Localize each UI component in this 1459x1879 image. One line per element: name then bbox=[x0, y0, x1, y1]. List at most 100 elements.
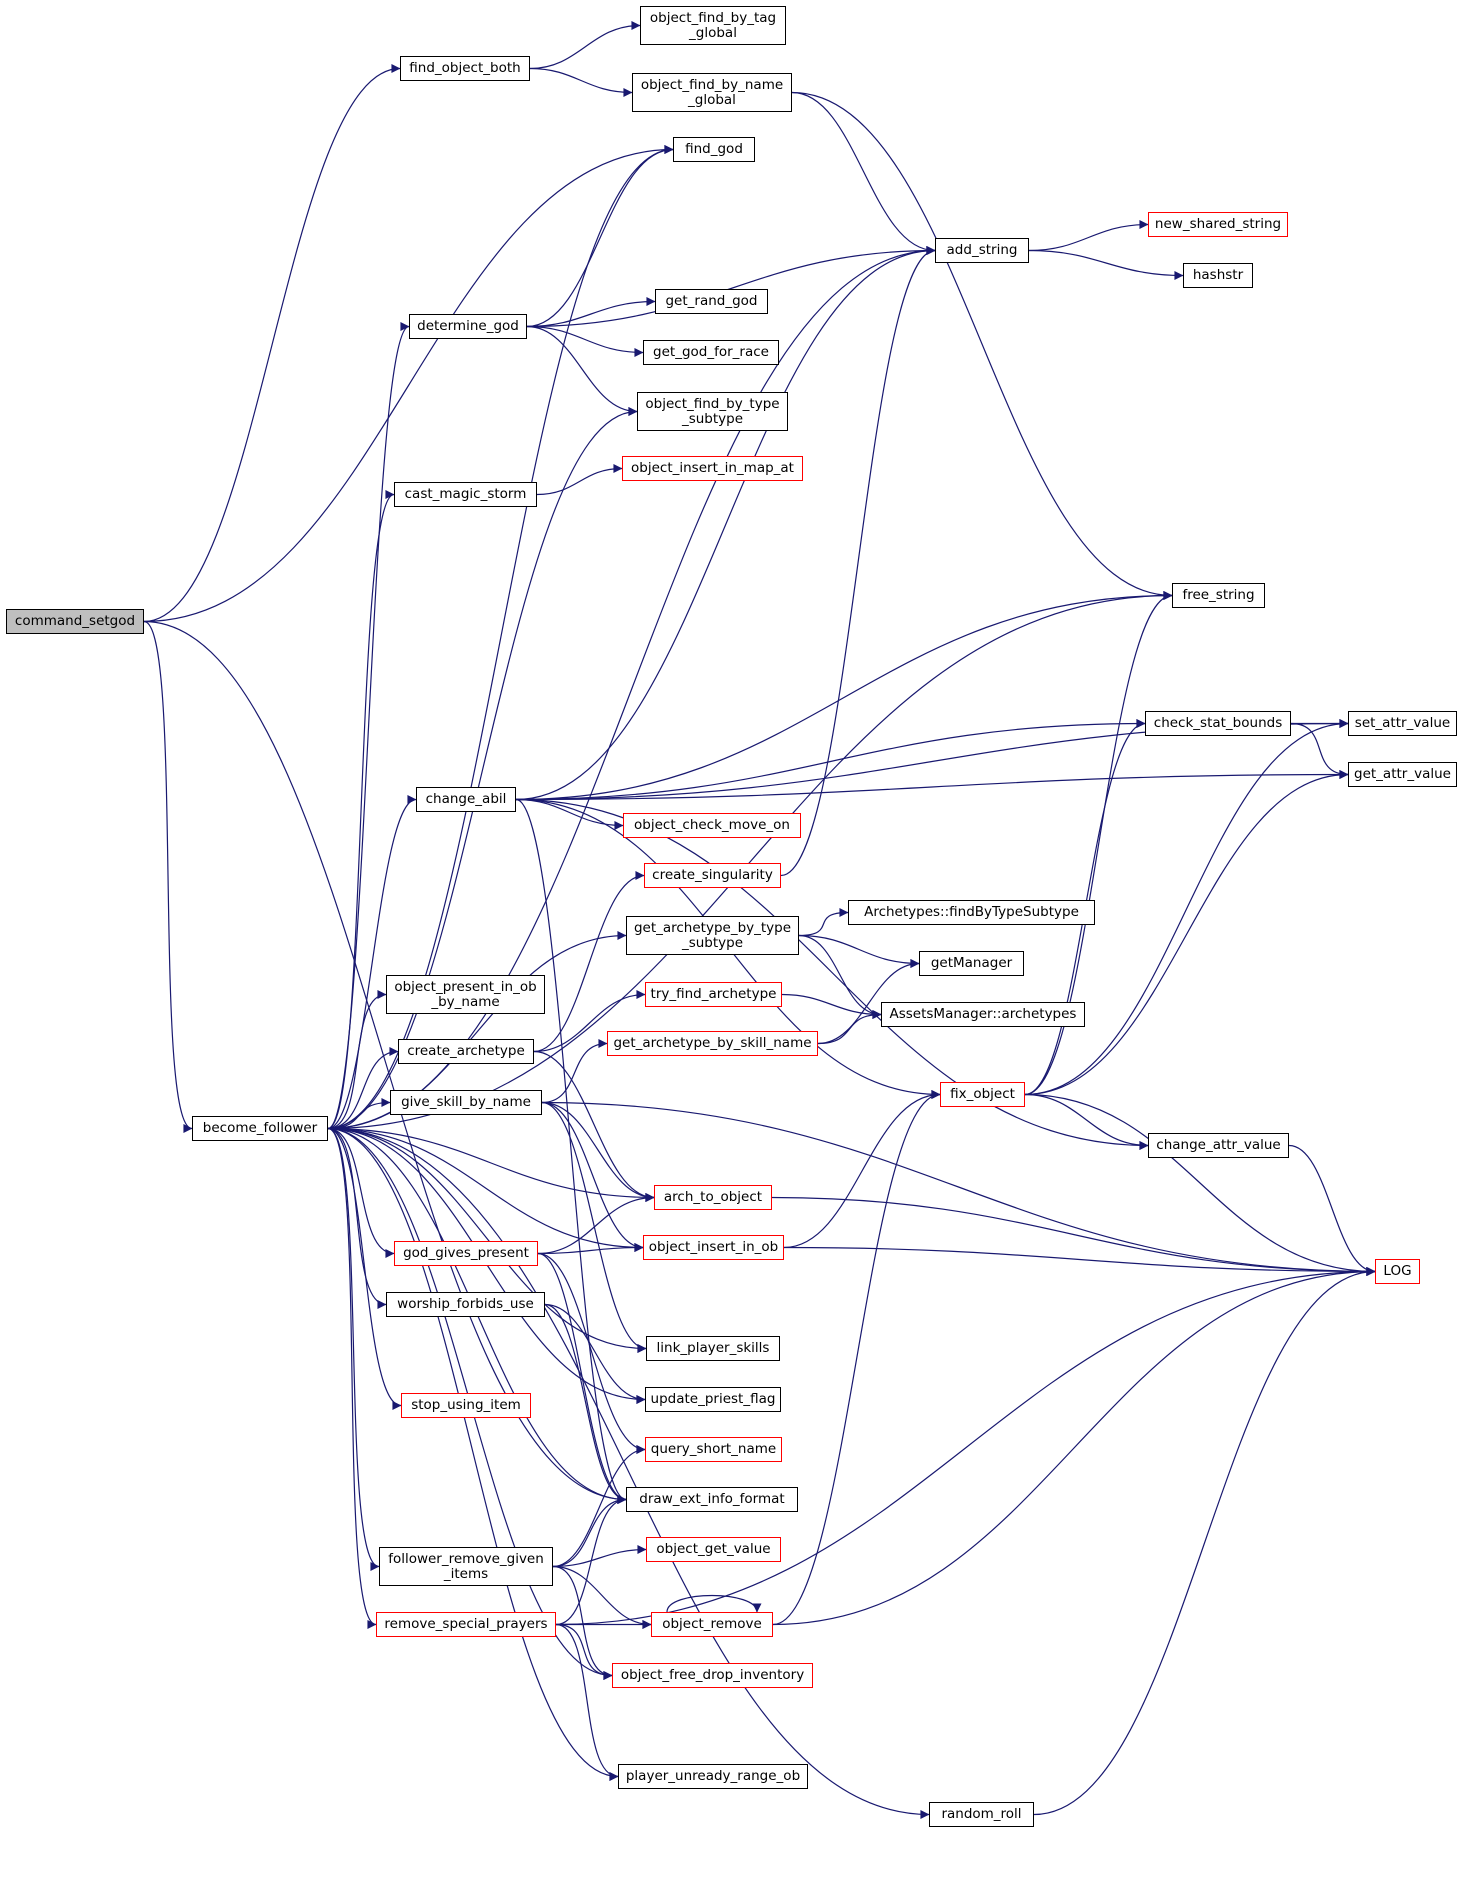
node-check-stat-bounds[interactable]: check_stat_bounds bbox=[1145, 711, 1291, 736]
node-object-find-by-type-subtype[interactable]: object_find_by_type _subtype bbox=[637, 392, 788, 431]
edge-follower-remove-given-items-to-object-free-drop-inventory bbox=[552, 1565, 613, 1680]
node-new-shared-string[interactable]: new_shared_string bbox=[1148, 212, 1288, 237]
edge-become-follower-to-player-unready-range-ob bbox=[327, 1127, 619, 1781]
node-get-archetype-by-type-subtype[interactable]: get_archetype_by_type _subtype bbox=[626, 916, 799, 955]
node-object-insert-in-map-at[interactable]: object_insert_in_map_at bbox=[622, 456, 803, 481]
node-assetsmanager-archetypes[interactable]: AssetsManager::archetypes bbox=[881, 1002, 1085, 1027]
node-draw-ext-info-format[interactable]: draw_ext_info_format bbox=[626, 1487, 798, 1512]
node-find-god[interactable]: find_god bbox=[673, 137, 755, 162]
edge-fix-object-to-change-attr-value bbox=[1024, 1093, 1149, 1150]
edge-become-follower-to-link-player-skills bbox=[327, 1127, 647, 1353]
edge-add-string-to-new-shared-string bbox=[1028, 220, 1149, 252]
edge-command-setgod-to-find-object-both bbox=[143, 64, 401, 623]
node-object-get-value[interactable]: object_get_value bbox=[646, 1537, 781, 1562]
node-get-attr-value[interactable]: get_attr_value bbox=[1348, 762, 1457, 787]
edge-create-archetype-to-try-find-archetype bbox=[533, 990, 646, 1053]
node-change-abil[interactable]: change_abil bbox=[416, 787, 516, 812]
node-remove-special-prayers[interactable]: remove_special_prayers bbox=[376, 1612, 556, 1637]
node-player-unready-range-ob[interactable]: player_unready_range_ob bbox=[618, 1764, 808, 1789]
edge-create-archetype-to-arch-to-object bbox=[533, 1050, 655, 1202]
edge-become-follower-to-god-gives-present bbox=[327, 1127, 395, 1258]
node-object-free-drop-inventory[interactable]: object_free_drop_inventory bbox=[612, 1663, 813, 1688]
edge-give-skill-by-name-to-log bbox=[541, 1101, 1376, 1276]
edge-become-follower-to-object-present-in-ob-by-name bbox=[327, 990, 387, 1130]
edge-follower-remove-given-items-to-draw-ext-info-format bbox=[552, 1495, 627, 1568]
edge-become-follower-to-create-archetype bbox=[327, 1047, 399, 1130]
edge-follower-remove-given-items-to-object-get-value bbox=[552, 1545, 647, 1568]
node-link-player-skills[interactable]: link_player_skills bbox=[646, 1336, 780, 1361]
edge-become-follower-to-follower-remove-given-items bbox=[327, 1127, 380, 1571]
node-create-singularity[interactable]: create_singularity bbox=[644, 863, 781, 888]
edge-command-setgod-to-draw-ext-info-format bbox=[143, 620, 627, 1504]
node-object-insert-in-ob[interactable]: object_insert_in_ob bbox=[643, 1235, 784, 1260]
node-fix-object[interactable]: fix_object bbox=[940, 1082, 1025, 1107]
edge-find-object-both-to-object-find-by-name-global bbox=[529, 67, 633, 97]
node-change-attr-value[interactable]: change_attr_value bbox=[1148, 1133, 1289, 1158]
node-follower-remove-given-items[interactable]: follower_remove_given _items bbox=[379, 1547, 553, 1586]
edge-give-skill-by-name-to-link-player-skills bbox=[541, 1101, 647, 1353]
edge-object-find-by-name-global-to-add-string bbox=[791, 91, 936, 255]
node-get-archetype-by-skill-name[interactable]: get_archetype_by_skill_name bbox=[607, 1031, 818, 1056]
node-worship-forbids-use[interactable]: worship_forbids_use bbox=[386, 1292, 545, 1317]
edge-fix-object-to-log bbox=[1024, 1093, 1376, 1276]
node-try-find-archetype[interactable]: try_find_archetype bbox=[645, 982, 782, 1007]
edge-give-skill-by-name-to-get-archetype-by-skill-name bbox=[541, 1039, 608, 1104]
edge-determine-god-to-get-rand-god bbox=[526, 297, 656, 328]
node-determine-god[interactable]: determine_god bbox=[409, 314, 527, 339]
edge-random-roll-to-log bbox=[1033, 1267, 1376, 1816]
node-update-priest-flag[interactable]: update_priest_flag bbox=[645, 1387, 781, 1412]
node-archetypes-findbytypesubtype[interactable]: Archetypes::findByTypeSubtype bbox=[848, 900, 1095, 925]
edge-god-gives-present-to-arch-to-object bbox=[537, 1193, 655, 1255]
node-hashstr[interactable]: hashstr bbox=[1183, 263, 1253, 288]
node-query-short-name[interactable]: query_short_name bbox=[645, 1437, 782, 1462]
edge-become-follower-to-give-skill-by-name bbox=[327, 1098, 391, 1130]
node-get-rand-god[interactable]: get_rand_god bbox=[655, 289, 768, 314]
edge-remove-special-prayers-to-player-unready-range-ob bbox=[555, 1623, 619, 1781]
edge-change-abil-to-add-string bbox=[515, 246, 936, 801]
edge-change-abil-to-check-stat-bounds bbox=[515, 719, 1146, 801]
node-set-attr-value[interactable]: set_attr_value bbox=[1348, 711, 1457, 736]
edge-change-attr-value-to-log bbox=[1288, 1144, 1376, 1276]
node-find-object-both[interactable]: find_object_both bbox=[400, 56, 530, 81]
node-stop-using-item[interactable]: stop_using_item bbox=[401, 1393, 531, 1418]
node-become-follower[interactable]: become_follower bbox=[192, 1116, 328, 1141]
edge-change-abil-to-get-attr-value bbox=[515, 770, 1349, 801]
node-log[interactable]: LOG bbox=[1375, 1259, 1420, 1284]
node-object-remove[interactable]: object_remove bbox=[651, 1612, 773, 1637]
edge-get-archetype-by-type-subtype-to-assetsmanager-archetypes bbox=[798, 934, 882, 1019]
edge-become-follower-to-object-insert-in-ob bbox=[327, 1127, 644, 1252]
edge-command-setgod-to-find-god bbox=[143, 145, 674, 623]
node-object-find-by-tag-global[interactable]: object_find_by_tag _global bbox=[640, 6, 786, 45]
node-add-string[interactable]: add_string bbox=[935, 238, 1029, 263]
node-cast-magic-storm[interactable]: cast_magic_storm bbox=[394, 482, 537, 507]
node-arch-to-object[interactable]: arch_to_object bbox=[654, 1185, 772, 1210]
edge-object-insert-in-ob-to-fix-object bbox=[783, 1090, 941, 1249]
edge-follower-remove-given-items-to-query-short-name bbox=[552, 1445, 646, 1568]
edge-object-find-by-name-global-to-free-string bbox=[791, 91, 1173, 600]
node-object-check-move-on[interactable]: object_check_move_on bbox=[623, 813, 801, 838]
edge-god-gives-present-to-query-short-name bbox=[537, 1252, 646, 1454]
node-command-setgod[interactable]: command_setgod bbox=[6, 609, 144, 634]
node-object-present-in-ob-by-name[interactable]: object_present_in_ob _by_name bbox=[386, 975, 545, 1014]
node-free-string[interactable]: free_string bbox=[1172, 583, 1265, 608]
edge-become-follower-to-get-archetype-by-type-subtype bbox=[327, 931, 627, 1130]
edge-determine-god-to-find-god bbox=[526, 145, 674, 328]
node-random-roll[interactable]: random_roll bbox=[929, 1802, 1034, 1827]
edge-follower-remove-given-items-to-object-remove bbox=[552, 1565, 652, 1629]
edge-worship-forbids-use-to-update-priest-flag bbox=[544, 1303, 646, 1404]
edge-become-follower-to-remove-special-prayers bbox=[327, 1127, 377, 1629]
edge-get-archetype-by-type-subtype-to-archetypes-findbytypesubtype bbox=[798, 908, 849, 937]
edge-try-find-archetype-to-assetsmanager-archetypes bbox=[781, 993, 882, 1019]
node-create-archetype[interactable]: create_archetype bbox=[398, 1039, 534, 1064]
node-object-find-by-name-global[interactable]: object_find_by_name _global bbox=[632, 73, 792, 112]
edge-change-abil-to-free-string bbox=[515, 591, 1173, 801]
edge-command-setgod-to-become-follower bbox=[143, 620, 193, 1133]
edge-fix-object-to-set-attr-value bbox=[1024, 719, 1349, 1096]
node-god-gives-present[interactable]: god_gives_present bbox=[394, 1241, 538, 1266]
edge-get-archetype-by-type-subtype-to-getmanager bbox=[798, 934, 920, 968]
edge-become-follower-to-worship-forbids-use bbox=[327, 1127, 387, 1309]
node-get-god-for-race[interactable]: get_god_for_race bbox=[643, 340, 779, 365]
node-give-skill-by-name[interactable]: give_skill_by_name bbox=[390, 1090, 542, 1115]
node-getmanager[interactable]: getManager bbox=[919, 951, 1024, 976]
